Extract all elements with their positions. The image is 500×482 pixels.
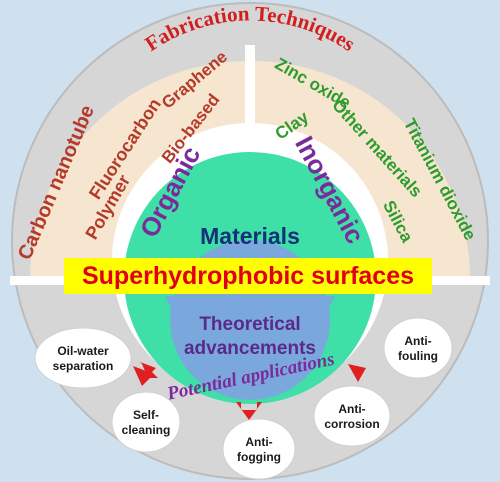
arrow-anti-fogging <box>236 402 262 420</box>
anti-fouling-line-2: fouling <box>398 349 438 363</box>
banner-box <box>64 258 432 294</box>
anti-fogging-line-1: Anti- <box>245 435 272 449</box>
materials-label: Materials <box>200 223 300 249</box>
banner-text: Superhydrophobic surfaces <box>82 262 414 290</box>
arrow-anti-corrosion <box>348 364 366 382</box>
self-cleaning-line-1: Self- <box>133 408 159 422</box>
bubble-anti-fogging: Anti- fogging <box>222 418 296 480</box>
theory-line-2: advancements <box>184 338 316 359</box>
anti-corrosion-line-1: Anti- <box>338 402 365 416</box>
oil-water-line-2: separation <box>53 359 114 373</box>
bubble-oil-water: Oil-water separation <box>34 327 132 389</box>
bubble-self-cleaning: Self- cleaning <box>111 391 181 453</box>
anti-fogging-line-2: fogging <box>237 450 281 464</box>
arrow-oil-water-head <box>133 366 154 386</box>
theory-line-1: Theoretical <box>199 314 300 335</box>
oil-water-line-1: Oil-water <box>57 344 109 358</box>
bubble-anti-corrosion: Anti- corrosion <box>313 385 391 447</box>
anti-corrosion-line-2: corrosion <box>324 417 379 431</box>
anti-fouling-line-1: Anti- <box>404 334 431 348</box>
bubble-anti-fouling: Anti- fouling <box>383 317 453 379</box>
self-cleaning-line-2: cleaning <box>122 423 171 437</box>
